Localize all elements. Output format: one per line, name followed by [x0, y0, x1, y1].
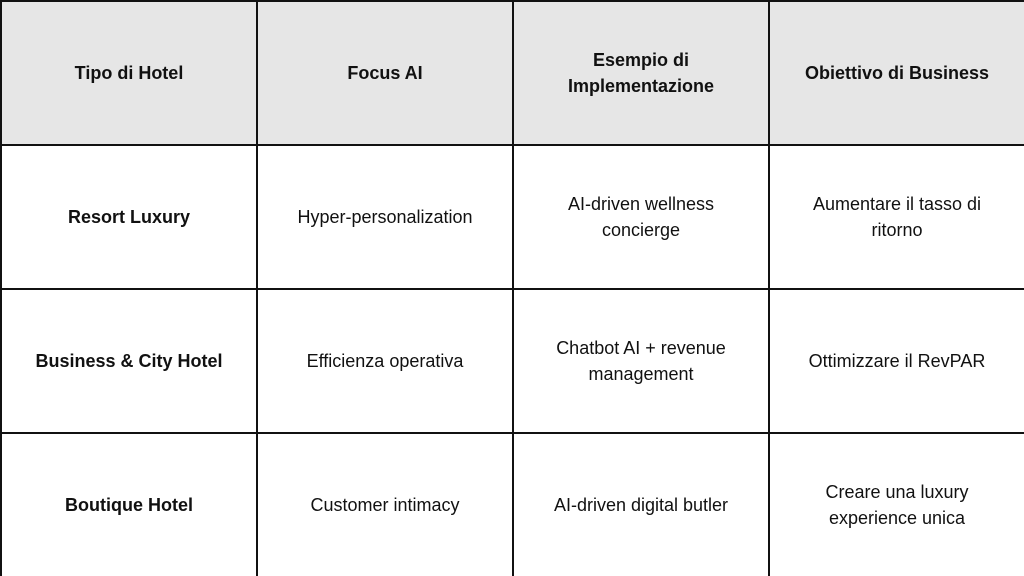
header-label: Focus AI: [347, 63, 423, 83]
table-row: Boutique Hotel Customer intimacy AI-driv…: [0, 432, 1024, 576]
cell-text: Efficienza operativa: [306, 351, 464, 371]
cell-text: concierge: [601, 220, 681, 240]
cell-text: Ottimizzare il RevPAR: [808, 351, 986, 371]
header-business-goal: Obiettivo di Business: [768, 0, 1024, 146]
cell-hotel-type: Business & City Hotel: [0, 288, 258, 434]
header-label: Implementazione: [567, 76, 715, 96]
cell-business-goal: Ottimizzare il RevPAR: [768, 288, 1024, 434]
cell-text: Hyper-personalization: [297, 207, 473, 227]
header-label: Tipo di Hotel: [74, 63, 184, 83]
cell-text: Business & City Hotel: [35, 351, 223, 371]
cell-text: Creare una luxury: [825, 482, 969, 502]
cell-text: Aumentare il tasso di: [812, 194, 982, 214]
cell-implementation-example: AI-driven digital butler: [512, 432, 770, 576]
header-ai-focus: Focus AI: [256, 0, 514, 146]
cell-text: ritorno: [871, 220, 923, 240]
cell-text: Boutique Hotel: [65, 495, 193, 515]
header-implementation-example: Esempio di Implementazione: [512, 0, 770, 146]
cell-implementation-example: AI-driven wellness concierge: [512, 144, 770, 290]
cell-ai-focus: Efficienza operativa: [256, 288, 514, 434]
cell-implementation-example: Chatbot AI + revenue management: [512, 288, 770, 434]
header-label: Esempio di: [592, 50, 690, 70]
table-row: Business & City Hotel Efficienza operati…: [0, 288, 1024, 434]
cell-text: management: [588, 364, 694, 384]
cell-ai-focus: Customer intimacy: [256, 432, 514, 576]
cell-business-goal: Creare una luxury experience unica: [768, 432, 1024, 576]
header-label: Obiettivo di Business: [804, 63, 990, 83]
table-header-row: Tipo di Hotel Focus AI Esempio di Implem…: [0, 0, 1024, 146]
cell-text: AI-driven digital butler: [553, 495, 729, 515]
cell-hotel-type: Boutique Hotel: [0, 432, 258, 576]
cell-text: Resort Luxury: [67, 207, 191, 227]
cell-text: Chatbot AI + revenue: [556, 338, 726, 358]
cell-text: experience unica: [828, 508, 966, 528]
cell-ai-focus: Hyper-personalization: [256, 144, 514, 290]
cell-hotel-type: Resort Luxury: [0, 144, 258, 290]
cell-text: Customer intimacy: [310, 495, 460, 515]
table-row: Resort Luxury Hyper-personalization AI-d…: [0, 144, 1024, 290]
cell-business-goal: Aumentare il tasso di ritorno: [768, 144, 1024, 290]
cell-text: AI-driven wellness: [567, 194, 715, 214]
header-hotel-type: Tipo di Hotel: [0, 0, 258, 146]
